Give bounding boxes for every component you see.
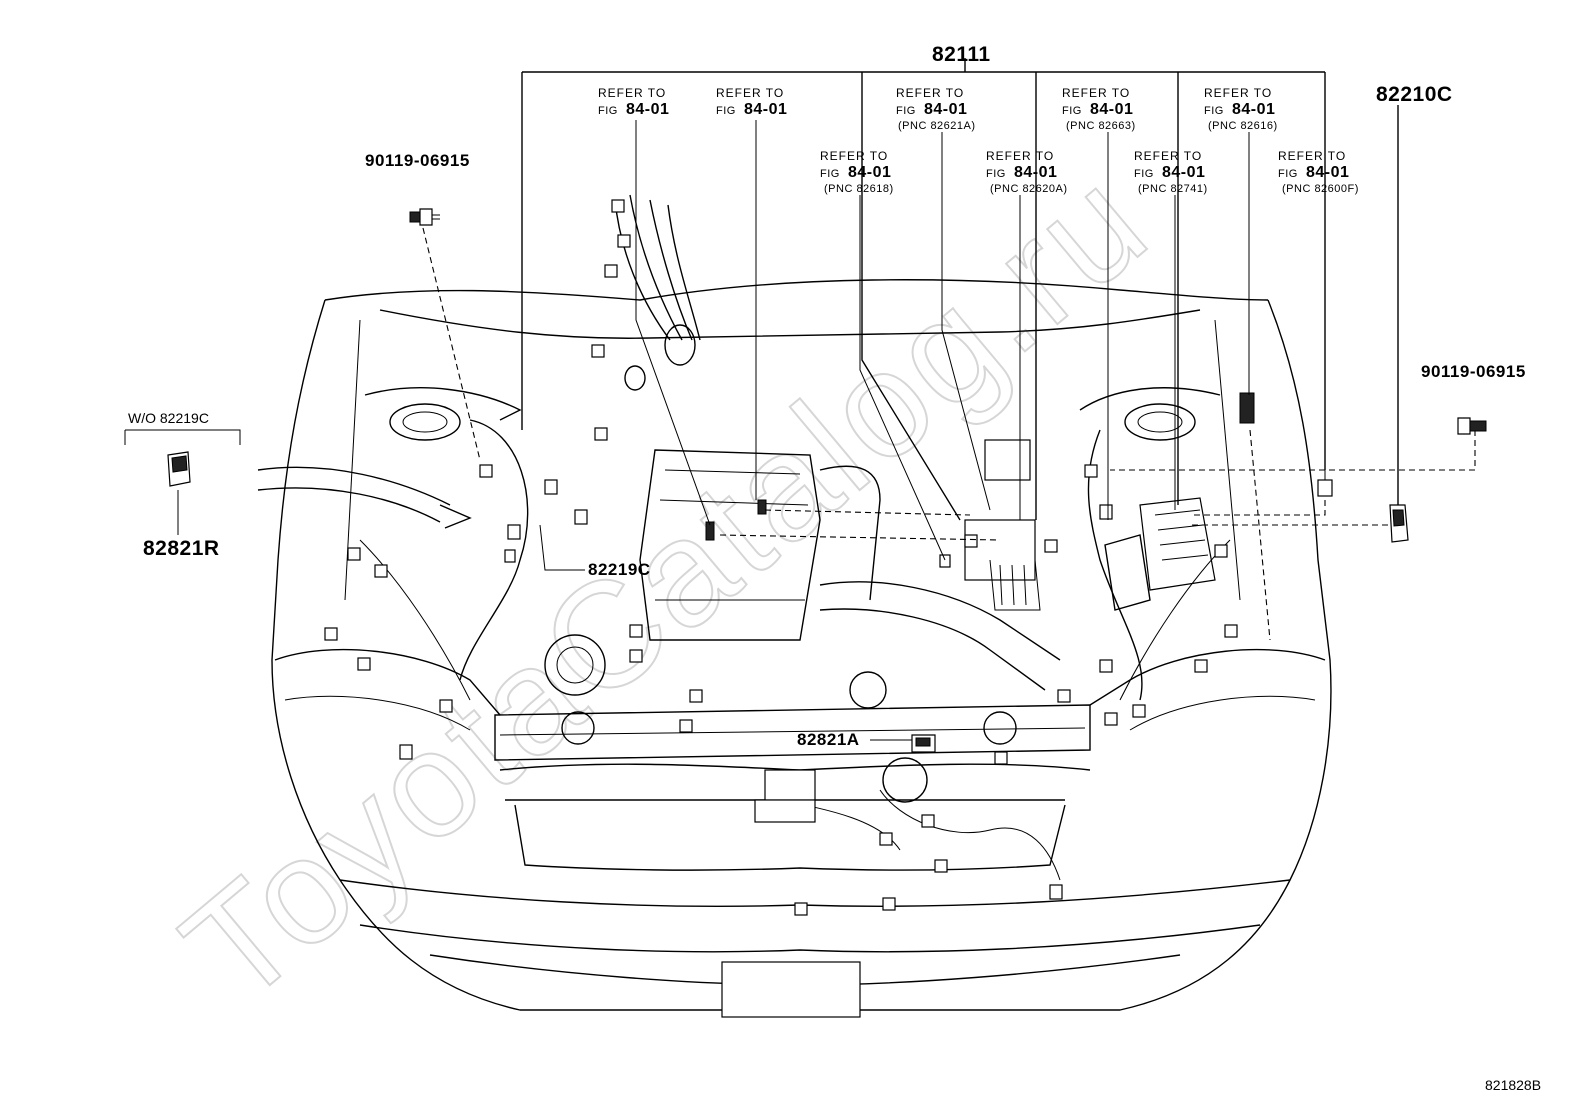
- label-82219c: 82219C: [588, 560, 651, 579]
- vehicle-outline: [271, 279, 1332, 1018]
- svg-text:(PNC 82620A): (PNC 82620A): [990, 183, 1068, 195]
- svg-text:FIG: FIG: [598, 105, 618, 117]
- svg-text:(PNC 82621A): (PNC 82621A): [898, 120, 976, 132]
- svg-text:REFER TO: REFER TO: [820, 149, 888, 163]
- label-wo-82219c: W/O 82219C: [128, 410, 209, 426]
- svg-text:FIG: FIG: [1134, 168, 1154, 180]
- svg-text:REFER TO: REFER TO: [716, 86, 784, 100]
- svg-text:(PNC 82600F): (PNC 82600F): [1282, 183, 1359, 195]
- svg-text:REFER TO: REFER TO: [986, 149, 1054, 163]
- svg-text:84-01: 84-01: [1014, 164, 1057, 181]
- svg-text:84-01: 84-01: [1162, 164, 1205, 181]
- svg-text:FIG: FIG: [896, 105, 916, 117]
- svg-text:84-01: 84-01: [1306, 164, 1349, 181]
- connector-82821a-icon: [911, 734, 936, 753]
- svg-text:REFER TO: REFER TO: [1204, 86, 1272, 100]
- figure-code: 821828B: [1485, 1077, 1541, 1093]
- refer-callout-3: REFER TO FIG 84-01 (PNC 82621A): [896, 86, 976, 132]
- bolt-right-icon: [1457, 417, 1487, 435]
- relay-82210c-icon: [1389, 504, 1409, 543]
- refer-callout-5: REFER TO FIG 84-01 (PNC 82616): [1204, 86, 1278, 132]
- svg-text:(PNC 82663): (PNC 82663): [1066, 120, 1136, 132]
- refer-callout-6: REFER TO FIG 84-01 (PNC 82618): [820, 149, 894, 195]
- callout-parts: [167, 208, 1487, 753]
- svg-text:REFER TO: REFER TO: [598, 86, 666, 100]
- labels: 82111 82210C 90119-06915 90119-06915 W/O…: [128, 43, 1541, 1093]
- refer-callouts: REFER TO FIG 84-01 REFER TO FIG 84-01 RE…: [598, 86, 1359, 195]
- label-82821r: 82821R: [143, 537, 220, 560]
- svg-text:REFER TO: REFER TO: [1062, 86, 1130, 100]
- label-82111: 82111: [932, 43, 991, 66]
- refer-callout-9: REFER TO FIG 84-01 (PNC 82600F): [1278, 149, 1359, 195]
- svg-text:FIG: FIG: [820, 168, 840, 180]
- svg-text:FIG: FIG: [1062, 105, 1082, 117]
- svg-text:REFER TO: REFER TO: [896, 86, 964, 100]
- bolt-left-icon: [409, 208, 440, 226]
- svg-text:REFER TO: REFER TO: [1134, 149, 1202, 163]
- svg-text:FIG: FIG: [716, 105, 736, 117]
- refer-callout-2: REFER TO FIG 84-01: [716, 86, 787, 118]
- svg-text:84-01: 84-01: [848, 164, 891, 181]
- svg-text:84-01: 84-01: [1232, 101, 1275, 118]
- svg-text:(PNC 82741): (PNC 82741): [1138, 183, 1208, 195]
- svg-text:84-01: 84-01: [1090, 101, 1133, 118]
- refer-callout-8: REFER TO FIG 84-01 (PNC 82741): [1134, 149, 1208, 195]
- engine-bay: [257, 194, 1255, 916]
- svg-text:FIG: FIG: [1278, 168, 1298, 180]
- svg-text:(PNC 82616): (PNC 82616): [1208, 120, 1278, 132]
- refer-callout-1: REFER TO FIG 84-01: [598, 86, 669, 118]
- refer-callout-7: REFER TO FIG 84-01 (PNC 82620A): [986, 149, 1068, 195]
- svg-text:84-01: 84-01: [924, 101, 967, 118]
- svg-text:REFER TO: REFER TO: [1278, 149, 1346, 163]
- watermark: ToyotaCatalog.ru: [153, 136, 1179, 1035]
- connector-82821r-icon: [167, 451, 191, 487]
- svg-text:(PNC 82618): (PNC 82618): [824, 183, 894, 195]
- label-82210c: 82210C: [1376, 83, 1453, 106]
- svg-text:FIG: FIG: [986, 168, 1006, 180]
- label-82821a: 82821A: [797, 730, 860, 749]
- svg-text:84-01: 84-01: [744, 101, 787, 118]
- label-90119-left: 90119-06915: [365, 151, 470, 170]
- svg-text:84-01: 84-01: [626, 101, 669, 118]
- svg-text:FIG: FIG: [1204, 105, 1224, 117]
- refer-callout-4: REFER TO FIG 84-01 (PNC 82663): [1062, 86, 1136, 132]
- label-90119-right: 90119-06915: [1421, 362, 1526, 381]
